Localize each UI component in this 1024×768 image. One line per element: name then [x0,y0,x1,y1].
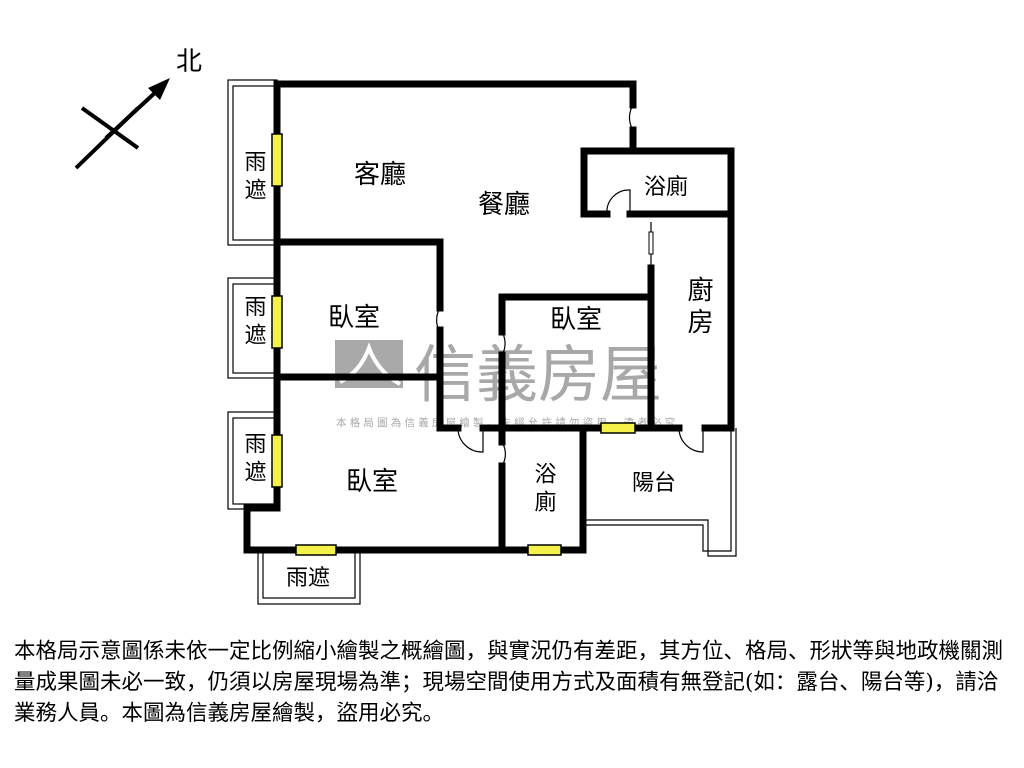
walls [243,80,735,554]
bedroom-wall [273,238,444,312]
label-rain-cover-bottom: 雨遮 [286,566,330,591]
balcony-outline [583,428,732,552]
window [600,422,636,434]
north-label: 北 [176,47,202,77]
label-bedroom-middle: 臥室 [550,305,602,335]
label-bedroom-upper-left: 臥室 [328,303,380,333]
label-bedroom-lower-left: 臥室 [346,467,398,497]
compass-cross-line [80,106,140,150]
floor-plan: 北 信義房屋 本格局圖為信義房屋繪製，未經允許請勿盜用，違者必究 [74,47,737,605]
disclaimer-text: 本格局示意圖係未依一定比例縮小繪製之概繪圖，與實況仍有差距，其方位、格局、形狀等… [14,639,1004,726]
bedroom-door [436,307,441,333]
bedroom-door [501,331,506,356]
bathroom-door [606,189,631,215]
balcony-outline [583,428,737,557]
label-bathroom-top: 浴廁 [644,175,688,200]
label-rain-cover: 雨遮 [241,295,267,351]
window [271,434,283,488]
room-labels: 客廳 餐廳 浴廁 臥室 臥室 廚房 臥室 浴廁 陽台 雨遮 雨遮 雨遮 雨遮 [241,150,714,591]
wall [436,326,462,432]
window [271,133,283,187]
outer-wall [243,80,637,554]
label-balcony: 陽台 [632,471,676,496]
watermark-brand: 信義房屋 [414,338,662,411]
north-arrow-head-icon [148,78,170,100]
window [527,544,562,556]
label-kitchen: 廚房 [683,276,713,340]
bedroom-middle-wall [498,293,655,336]
bathroom-door [501,441,506,467]
watermark: 信義房屋 本格局圖為信義房屋繪製，未經允許請勿盜用，違者必究 [335,338,675,429]
compass: 北 [74,47,202,170]
label-rain-cover: 雨遮 [241,150,267,206]
window [271,295,283,349]
north-arrow-shaft [104,88,160,140]
bathroom-top-wall [580,147,735,432]
doors [436,104,704,467]
windows [271,133,636,556]
label-bathroom-bottom: 浴廁 [531,462,557,518]
label-living-room: 客廳 [354,160,406,190]
sliding-door-panel [648,231,654,255]
label-dining-room: 餐廳 [478,190,530,220]
balcony-door [678,427,704,453]
window [295,544,337,556]
entrance-door [628,104,634,131]
label-rain-cover: 雨遮 [241,432,267,488]
bedroom-door [457,427,484,453]
